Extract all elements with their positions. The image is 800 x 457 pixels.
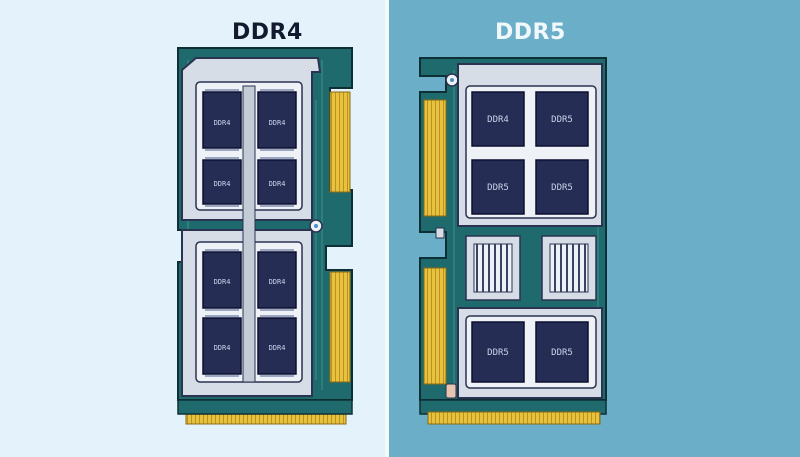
ddr5-contacts-top [423,99,447,217]
ddr4-contacts-bottom [329,271,351,383]
svg-text:DDR4: DDR4 [269,278,286,286]
svg-text:DDR4: DDR4 [269,180,286,188]
svg-text:DDR5: DDR5 [487,183,509,193]
ddr4-chip: DDR4 [257,159,297,205]
svg-text:DDR5: DDR5 [551,115,573,125]
ddr5-pmic-heatsink [465,235,521,301]
ddr4-chip: DDR4 [257,251,297,309]
ddr4-chip: DDR4 [257,317,297,375]
ddr4-chip: DDR4 [202,317,242,375]
ddr4-chip: DDR4 [257,91,297,149]
ddr5-chip: DDR5 [535,321,589,383]
svg-text:DDR5: DDR5 [487,348,509,358]
ddr5-contacts-edge [427,411,601,425]
ddr5-contacts-bottom [423,267,447,385]
ddr5-chip: DDR5 [471,321,525,383]
svg-text:DDR4: DDR4 [214,278,231,286]
svg-text:DDR5: DDR5 [551,183,573,193]
svg-text:DDR4: DDR4 [214,119,231,127]
ddr4-contacts-top [329,91,351,193]
svg-text:DDR4: DDR4 [487,115,509,125]
svg-text:DDR4: DDR4 [269,344,286,352]
svg-text:DDR5: DDR5 [551,348,573,358]
ddr5-chip: DDR5 [471,159,525,215]
svg-text:DDR4: DDR4 [214,344,231,352]
ddr4-module: DDR4 DDR4 DDR4 DDR4 DDR4 DDR4 DDR4 DDR4 [177,47,353,425]
ddr5-chip: DDR5 [535,159,589,215]
svg-text:DDR4: DDR4 [269,119,286,127]
ddr5-chip: DDR4 [471,91,525,147]
ddr5-chip: DDR5 [535,91,589,147]
ddr5-title: DDR5 [495,20,566,45]
ddr4-title: DDR4 [232,20,303,45]
panel-divider [385,0,389,457]
ddr4-chip: DDR4 [202,159,242,205]
ddr4-chip: DDR4 [202,251,242,309]
ddr5-module: DDR4 DDR5 DDR5 DDR5 DDR5 DDR5 [419,57,607,425]
ddr5-pmic-heatsink [541,235,597,301]
ddr4-chip: DDR4 [202,91,242,149]
svg-text:DDR4: DDR4 [214,180,231,188]
